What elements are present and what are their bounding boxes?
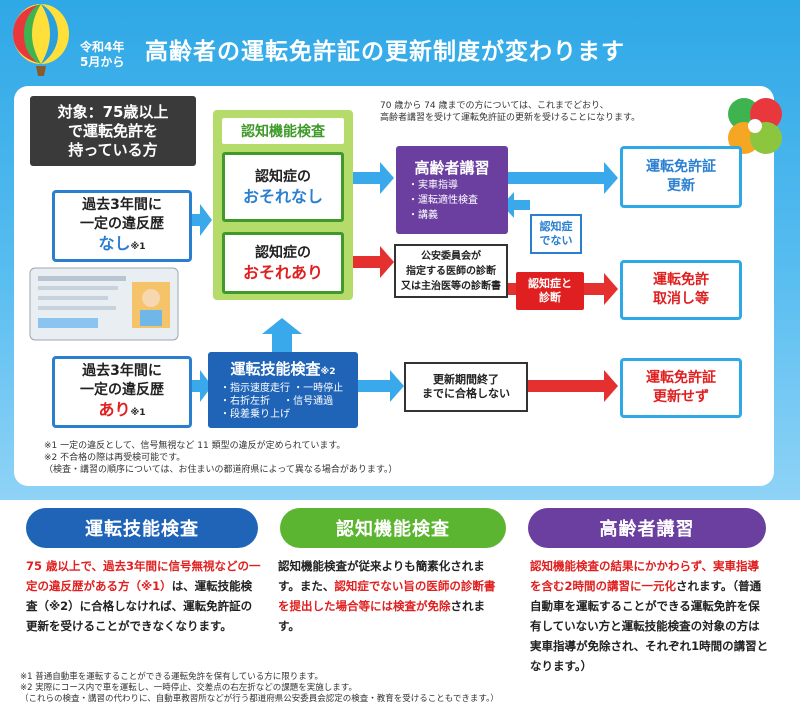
section-text-lecture: 認知機能検査の結果にかかわらず、実車指導を含む2時間の講習に一元化されます。（普… [530,556,770,676]
effective-month: 5月から [80,55,125,69]
cognitive-text1: 認知機能検査が従来よりも簡素化されます。また、 [278,559,485,593]
driving-red-text: 75 歳以上で、過去3年間に信号無視などの一定の違反歴がある方（※1） [26,559,261,593]
diagnosis-box: 公安委員会が 指定する医師の診断 又は主治医等の診断書 [394,244,508,298]
fail-line1: 更新期間終了 [433,373,499,386]
not-dementia-box: 認知症 でない [530,214,582,254]
no-renew-line2: 更新せず [653,389,709,405]
note-1: ※1 一定の違反として、信号無視など 11 類型の違反が定められています。 [44,441,346,451]
dementia-box: 認知症と 診断 [516,272,584,310]
driving-test-item: ・指示速度走行 ・一時停止 [220,383,344,394]
note-70-74-line2: 高齢者講習を受けて運転免許証の更新を受けることになります。 [380,113,641,123]
lecture-item: ・講義 [408,210,438,221]
result-renew-box: 運転免許証 更新 [620,146,742,208]
section-text-driving: 75 歳以上で、過去3年間に信号無視などの一定の違反歴がある方（※1）は、運転技… [26,556,262,636]
renew-line1: 運転免許証 [646,159,716,175]
arrow-lecture-to-renew [500,162,618,194]
cognitive-red-text: 認知症でない旨の医師の診断書を提出した場合等には検査が免除 [278,579,496,613]
result-revoke-box: 運転免許 取消し等 [620,260,742,320]
driving-test-item: ・右折左折 ・信号通過 [220,396,334,407]
driving-test-item: ・段差乗り上げ [220,409,290,420]
footnote-3: （これらの検査・講習の代わりに、自動車教習所などが行う都道府県公安委員会認定の検… [20,694,499,704]
footnote-2: ※2 実際にコース内で車を運転し、一時停止、交差点の右左折などの課題を実施します… [20,683,357,693]
lecture-title: 高齢者講習 [414,159,490,177]
target-line1: 対象：75歳以上 [57,102,169,121]
cognitive-title: 認知機能検査 [222,118,344,144]
dementia-line2: 診断 [539,291,561,304]
arrow-yes-to-test [190,370,212,402]
fail-line2: までに合格しない [422,387,510,400]
diagnosis-line2: 指定する医師の診断 [406,265,496,277]
arrow-cognitive-to-lecture [346,162,394,194]
risk-accent: おそれあり [242,263,323,282]
driving-test-items: ・指示速度走行 ・一時停止 ・右折左折 ・信号通過 ・段差乗り上げ [220,382,343,421]
flow-notes: ※1 一定の違反として、信号無視など 11 類型の違反が定められています。 ※2… [44,440,397,476]
section-head-cognitive: 認知機能検査 [280,508,506,548]
arrow-test-to-cognitive [262,318,302,352]
fail-box: 更新期間終了 までに合格しない [404,362,528,412]
arrow-fail-to-noreneq [528,370,618,402]
violation-yes-line2: 一定の違反歴 [80,381,164,398]
lecture-items: ・実車指導 ・運転適性検査 ・講義 [396,178,478,223]
no-renew-line1: 運転免許証 [646,370,716,386]
effective-date: 令和4年 5月から [80,40,124,70]
violation-yes-mark: ※1 [130,407,146,418]
target-line3: 持っている方 [68,140,158,159]
revoke-line2: 取消し等 [653,291,709,307]
arrow-test-to-fail [350,370,404,402]
lecture-item: ・運転適性検査 [408,195,478,206]
result-no-renew-box: 運転免許証 更新せず [620,358,742,418]
diagnosis-line1: 公安委員会が [421,250,481,262]
note-70-74: 70 歳から 74 歳までの方については、これまでどおり、 高齢者講習を受けて運… [380,100,640,124]
violation-yes-accent: あり [98,399,131,419]
clover-logo-icon [728,98,782,154]
violation-none-line2: 一定の違反歴 [80,215,164,232]
note-2: ※2 不合格の際は再受検可能です。 [44,453,186,463]
lecture-item: ・実車指導 [408,180,458,191]
note-70-74-line1: 70 歳から 74 歳までの方については、これまでどおり、 [380,101,609,111]
target-label: 対象：75歳以上 で運転免許を 持っている方 [30,96,196,166]
driving-test-title: 運転技能検査 [230,360,321,378]
section-head-lecture: 高齢者講習 [528,508,766,548]
no-risk-line1: 認知症の [255,169,311,185]
lecture-text: されます。（普通自動車を運転することができる運転免許を保有していない方と運転技能… [530,579,769,673]
note-3: （検査・講習の順序については、お住まいの都道府県によって異なる場合があります。） [44,465,398,475]
violation-none-mark: ※1 [130,241,146,252]
revoke-line1: 運転免許 [653,272,709,288]
violation-none-line1: 過去3年間に [82,196,162,213]
arrow-risk-to-diagnosis [346,246,394,278]
arrow-none-to-cognitive [190,204,212,236]
violation-none-accent: なし [98,233,131,253]
driving-text: は、運転技能検査（※2）に合格しなければ、運転免許証の更新を受けることができなく… [26,579,253,633]
dementia-line1: 認知症と [528,277,572,290]
cognitive-text2: されます。 [278,599,485,633]
cognitive-no-risk-box: 認知症の おそれなし [222,152,344,222]
no-risk-accent: おそれなし [242,187,323,206]
license-card-icon [29,267,179,341]
not-dementia-line1: 認知症 [539,220,573,233]
violation-yes-box: 過去3年間に 一定の違反歴 あり※1 [52,356,192,428]
lecture-red-text: 認知機能検査の結果にかかわらず、実車指導を含む2時間の講習に一元化 [530,559,759,593]
page-title: 高齢者の運転免許証の更新制度が変わります [145,39,625,65]
driving-test-box: 運転技能検査※2 ・指示速度走行 ・一時停止 ・右折左折 ・信号通過 ・段差乗り… [208,352,358,428]
driving-test-mark: ※2 [320,367,336,377]
violation-yes-line1: 過去3年間に [82,362,162,379]
arrow-notdementia-to-lecture [502,192,530,218]
footnotes: ※1 普通自動車を運転することができる運転免許を保有している方に限ります。 ※2… [20,672,499,705]
footnote-1: ※1 普通自動車を運転することができる運転免許を保有している方に限ります。 [20,672,323,682]
diagnosis-line3: 又は主治医等の診断書 [401,280,501,292]
not-dementia-line2: でない [539,234,573,247]
renew-line2: 更新 [667,178,695,194]
lecture-box: 高齢者講習 ・実車指導 ・運転適性検査 ・講義 [396,146,508,234]
target-line2: で運転免許を [67,121,158,140]
cognitive-risk-box: 認知症の おそれあり [222,232,344,294]
section-head-driving: 運転技能検査 [26,508,258,548]
section-text-cognitive: 認知機能検査が従来よりも簡素化されます。また、認知症でない旨の医師の診断書を提出… [278,556,504,636]
reiwa-year: 令和4年 [80,40,125,54]
violation-none-box: 過去3年間に 一定の違反歴 なし※1 [52,190,192,262]
balloon-icon [13,4,69,76]
risk-line1: 認知症の [255,245,311,261]
